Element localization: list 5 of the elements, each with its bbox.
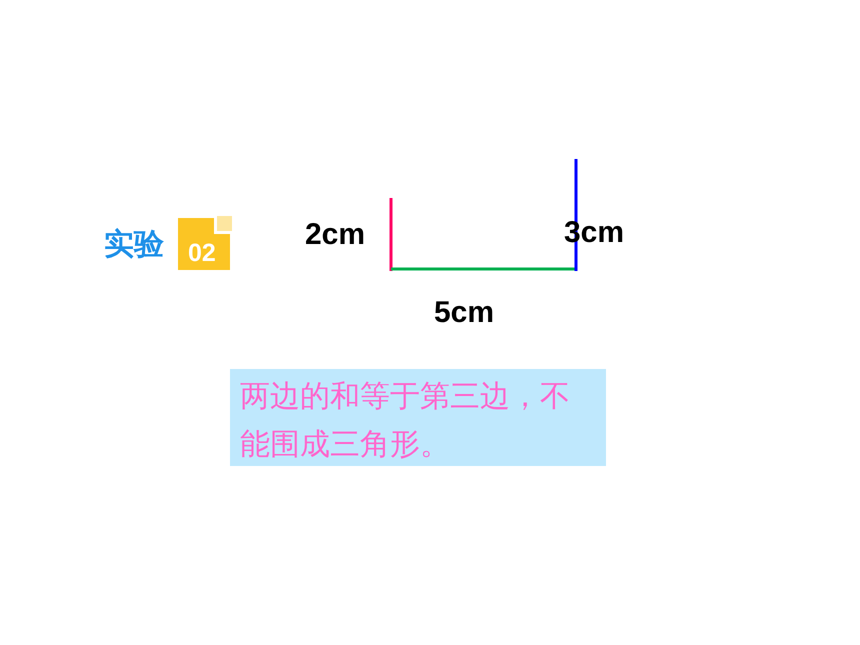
- section-label: 实验: [104, 228, 164, 262]
- number-badge: 02: [178, 218, 230, 270]
- dimension-label: 2cm: [305, 220, 366, 250]
- note-box: 两边的和等于第三边，不能围成三角形。: [230, 369, 606, 466]
- dimension-label: 5cm: [434, 298, 494, 328]
